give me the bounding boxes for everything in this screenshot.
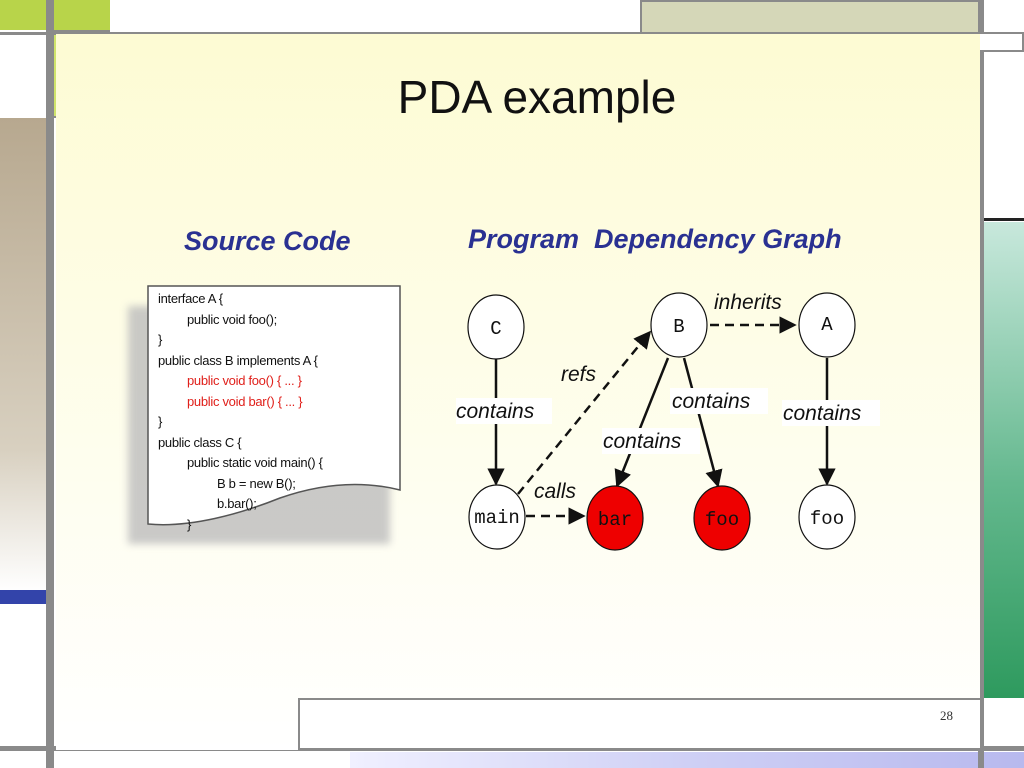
node-bar-label: bar [598,509,632,531]
edge-refs-main-b [517,330,652,495]
decor-right-green-bar [984,222,1024,698]
source-code-block: interface A { public void foo(); } publi… [158,289,323,535]
node-c-label: C [490,318,501,340]
label-background [456,398,552,424]
edge-label-inherits: inherits [714,291,782,314]
slide-title: PDA example [397,71,677,123]
node-foo-b-label: foo [705,509,739,531]
code-line: public class B implements A { [158,352,318,368]
decor-top-line [0,32,1024,35]
node-a-label: A [821,314,833,336]
code-line: public static void main() { [187,455,323,470]
node-foo-a: foo [798,484,856,550]
decor-right-line [978,0,984,768]
node-foo-a-label: foo [810,508,844,530]
source-code-heading: Source Code [184,226,351,256]
code-line: } [187,516,192,532]
dependency-graph: C B A main bar foo foo contains refs inh… [456,291,880,551]
decor-blue-bar [0,590,46,604]
edge-contains-b-foo [682,357,723,488]
decor-tan-bar [0,118,46,592]
node-bar: bar [586,485,644,551]
decor-green-block [0,0,110,30]
decor-top-right-block [640,0,980,34]
code-line-highlighted: public void bar() { ... } [187,393,303,409]
node-foo-b: foo [693,485,751,551]
node-a: A [798,292,856,358]
edge-contains-b-bar [614,357,670,488]
page-number: 28 [940,708,953,723]
node-main: main [468,484,526,550]
edge-label-contains-c: contains [456,400,535,423]
node-main-label: main [474,507,520,529]
node-c: C [467,294,525,360]
label-background [602,428,700,454]
code-line: B b = new B(); [217,475,296,491]
code-line: } [158,414,163,429]
code-line: public class C { [158,434,242,450]
edge-label-contains-a: contains [783,402,862,425]
decor-bottom-blue-bar [350,752,1024,768]
code-line: interface A { [158,291,223,306]
node-b: B [650,292,708,358]
code-line: public void foo(); [187,311,277,327]
edge-label-contains-b-bar: contains [603,430,682,453]
decor-left-line [46,0,54,768]
graph-heading: Program Dependency Graph [468,224,842,254]
document-shape [147,285,401,526]
code-line: } [158,332,163,347]
edge-label-contains-b-foo: contains [672,390,751,413]
footer-box [298,698,982,750]
edge-label-refs: refs [561,363,597,386]
code-line: b.bar(); [217,496,257,511]
label-background [670,388,768,414]
code-line-highlighted: public void foo() { ... } [187,373,302,388]
node-b-label: B [673,316,684,338]
label-background [782,400,880,426]
edge-label-calls: calls [534,480,577,503]
decor-right-divider [984,218,1024,221]
